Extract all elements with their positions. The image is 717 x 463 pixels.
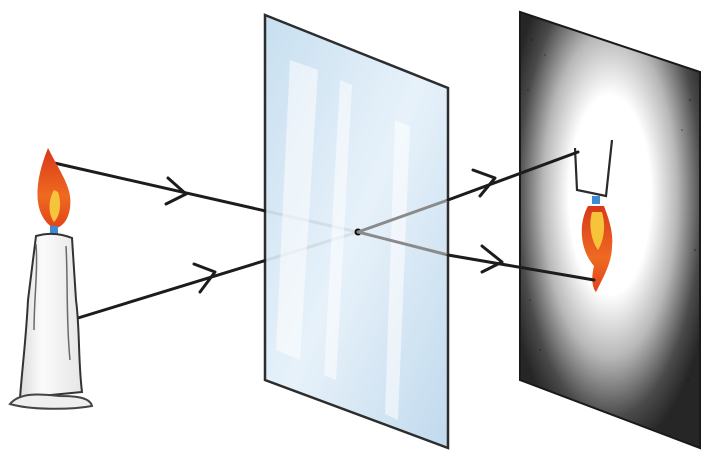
screen-texture (526, 38, 697, 412)
arrow-flame-outgoing (480, 244, 504, 274)
aperture-card (263, 13, 450, 450)
ray-base-outgoing (446, 150, 580, 202)
rays-after-pinhole (356, 150, 596, 282)
candle-wick (50, 226, 58, 238)
ray-flame-outgoing (446, 253, 596, 282)
candle-flame (37, 148, 71, 228)
arrow-base-outgoing (471, 168, 497, 198)
candle-flame-core (49, 190, 61, 222)
candle-body (18, 232, 84, 400)
candle-base (8, 393, 94, 410)
candle (8, 148, 94, 410)
image-wick (592, 196, 600, 204)
image-flame (581, 206, 613, 292)
arrow-base-incoming (192, 262, 217, 294)
arrow-flame-incoming (164, 176, 188, 206)
card-highlights (276, 60, 410, 420)
ray-arrowheads (164, 168, 504, 294)
image-candle-body (573, 139, 614, 198)
inverted-candle-image (573, 139, 614, 292)
